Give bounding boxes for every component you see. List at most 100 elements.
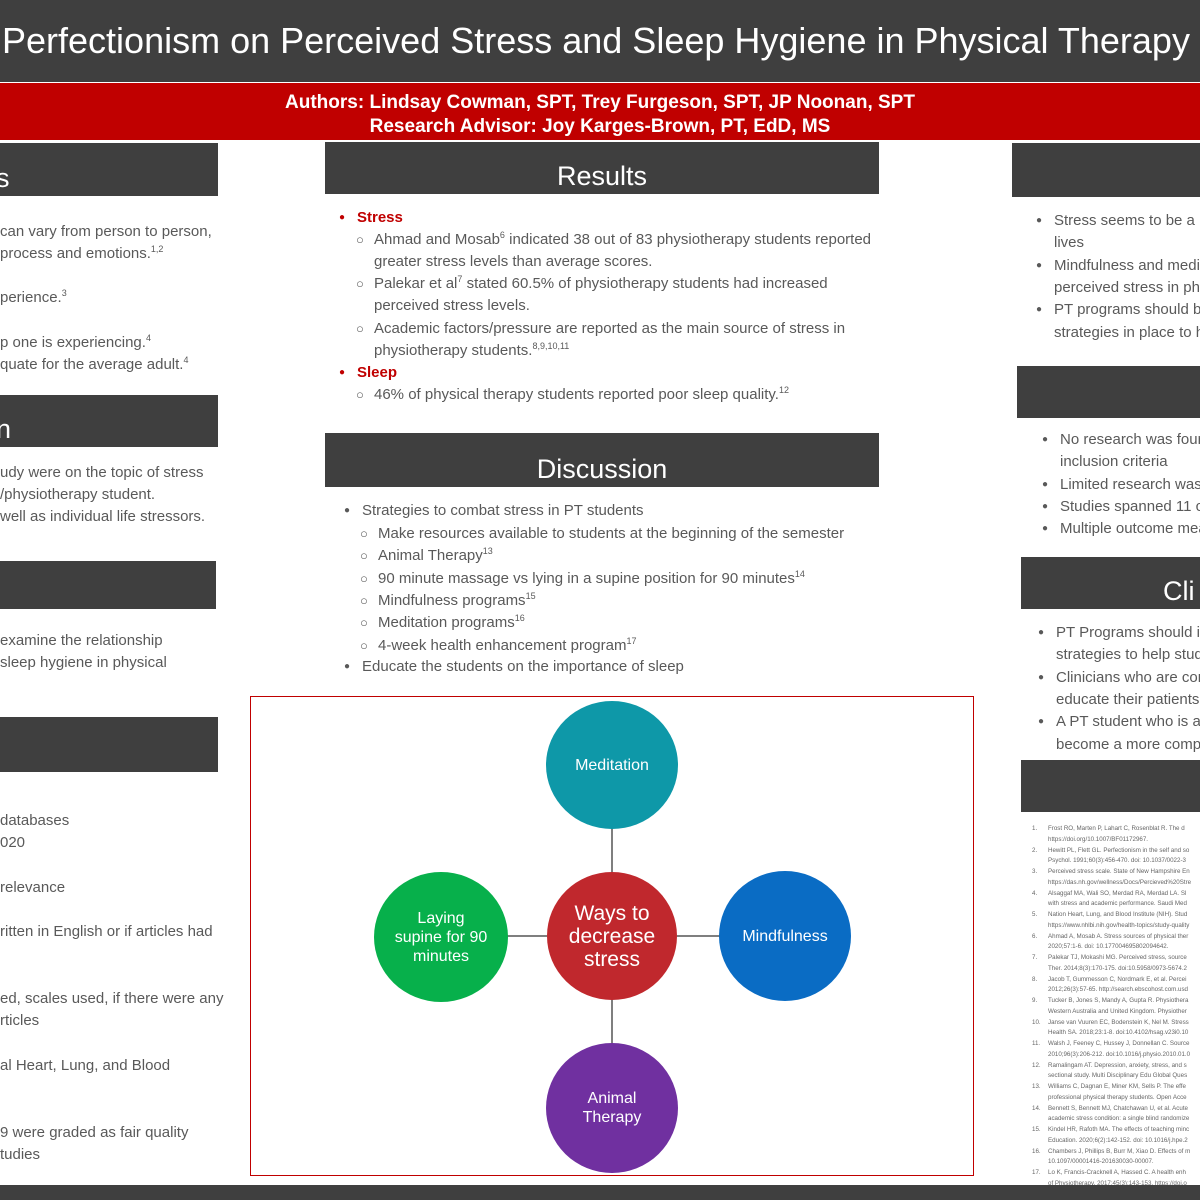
header-text: Cli xyxy=(1163,576,1195,606)
reference-text: Walsh J, Feeney C, Hussey J, Donnellan C… xyxy=(1048,1040,1190,1047)
text: Meditation programs xyxy=(378,614,515,632)
reference-text: academic stress condition: a single blin… xyxy=(1048,1115,1190,1123)
reference-number: 5. xyxy=(1032,911,1038,918)
text: Mindfulness programs xyxy=(378,591,526,609)
text: Palekar et al xyxy=(374,275,458,292)
text: perience. xyxy=(0,289,62,306)
reference-line: of Physiotherapy. 2017;45(3):143-153. ht… xyxy=(1032,1179,1187,1190)
reference-text: Bennett S, Bennett MJ, Chatchawan U, et … xyxy=(1048,1104,1188,1112)
text-line: greater stress levels than average score… xyxy=(374,253,653,270)
reference-line: 8. Jacob T, Gummesson C, Nordmark E, et a… xyxy=(1032,975,1186,986)
reference-line: 3.Perceived stress scale. State of New H… xyxy=(1032,867,1190,878)
reference-line: sectional study. Multi Disciplinary Edu … xyxy=(1032,1071,1187,1082)
header-text: s xyxy=(0,163,10,193)
citation: 14 xyxy=(794,568,805,579)
reference-text: Alsaggaf MA, Wali SO, Merdad RA, Merdad … xyxy=(1048,889,1187,897)
reference-line: Health SA. 2018;23:1-8. doi:10.4102/hsag… xyxy=(1032,1028,1188,1039)
reference-text: 2020;57:1-6. doi: 10.177004695802094642. xyxy=(1048,943,1169,951)
references-header xyxy=(1021,760,1200,812)
text-line: educate their patients. xyxy=(1056,690,1200,708)
reference-line: Ther. 2014;8(3):170-175. doi:10.5958/097… xyxy=(1032,964,1187,975)
reference-text: Hewitt PL, Flett GL. Perfectionism in th… xyxy=(1048,846,1190,854)
reference-line: 15.Kindel HR, Rafoth MA. The effects of … xyxy=(1032,1125,1189,1136)
text-line: lives xyxy=(1054,234,1085,252)
text-line: p one is experiencing.4 xyxy=(0,332,151,354)
reference-number: 8. xyxy=(1032,975,1038,983)
research-advisor: Research Advisor: Joy Karges-Brown, PT, … xyxy=(369,116,831,137)
stress-reduction-diagram: Ways to decrease stress Meditation Layin… xyxy=(250,696,974,1176)
connector-line xyxy=(611,827,613,872)
reference-line: 4. Alsaggaf MA, Wali SO, Merdad RA, Merda… xyxy=(1032,889,1186,900)
connector-line xyxy=(611,999,613,1044)
citation: 13 xyxy=(482,546,493,557)
reference-number: 17. xyxy=(1032,1169,1041,1176)
text-line: well as individual life stressors. xyxy=(0,508,206,525)
citation: 15 xyxy=(525,590,536,601)
reference-text: Education. 2020;6(2):142-152. doi: 10.10… xyxy=(1048,1136,1188,1144)
reference-text: Palekar TJ, Mokashi MG. Perceived stress… xyxy=(1048,954,1187,961)
text: 46% of physical therapy students reporte… xyxy=(374,386,779,403)
text-line: No research was foun xyxy=(1042,429,1200,451)
text-line: al Heart, Lung, and Blood xyxy=(0,1057,171,1074)
text-line: perceived stress in ph xyxy=(1054,278,1200,296)
reference-number: 6. xyxy=(1032,932,1038,940)
text-line: tudies xyxy=(0,1146,41,1163)
reference-text: Nation Heart, Lung, and Blood Institute … xyxy=(1048,911,1188,918)
text: process and emotions. xyxy=(0,245,151,262)
text-line: /physiotherapy student. xyxy=(0,486,156,503)
text-line: rticles xyxy=(0,1012,40,1029)
reference-line: 7.Palekar TJ, Mokashi MG. Perceived stre… xyxy=(1032,953,1187,964)
header-text: n xyxy=(0,414,12,444)
reference-number: 4. xyxy=(1032,889,1038,897)
reference-number: 14. xyxy=(1032,1104,1041,1112)
text-line: physiotherapy students.8,9,10,11 xyxy=(374,340,569,362)
text-line: Clinicians who are cor xyxy=(1038,667,1200,689)
authors: Authors: Lindsay Cowman, SPT, Trey Furge… xyxy=(285,92,915,113)
result-item: 46% of physical therapy students reporte… xyxy=(356,384,789,406)
right-section-header-2 xyxy=(1017,366,1200,418)
text: Ahmad and Mosab xyxy=(374,231,500,248)
reference-text: Janse van Vuuren EC, Bodenstein K, Nel M… xyxy=(1048,1018,1189,1026)
text: physiotherapy students. xyxy=(374,342,533,359)
reference-text: Jacob T, Gummesson C, Nordmark E, et al.… xyxy=(1048,975,1187,983)
result-item: Academic factors/pressure are reported a… xyxy=(356,318,845,340)
reference-text: Williams C, Dagnan E, Miner KM, Sells P.… xyxy=(1048,1083,1186,1090)
left-section-header-2: n xyxy=(0,395,218,447)
discussion-subitem: Meditation programs16 xyxy=(360,612,525,634)
citation: 8,9,10,11 xyxy=(532,341,570,351)
discussion-item: Educate the students on the importance o… xyxy=(344,656,684,678)
reference-text: https://doi.org/10.1007/BF01172967. xyxy=(1048,835,1148,843)
reference-line: 6. Ahmad A, Mosab A. Stress sources of ph… xyxy=(1032,932,1188,943)
discussion-subitem: 4-week health enhancement program17 xyxy=(360,635,636,657)
poster-title-bar: f Perfectionism on Perceived Stress and … xyxy=(0,0,1200,82)
reference-line: 16.Chambers J, Phillips B, Burr M, Xiao … xyxy=(1032,1147,1190,1158)
citation: 12 xyxy=(778,385,789,395)
reference-text: sectional study. Multi Disciplinary Edu … xyxy=(1048,1072,1188,1080)
text-line: Stress seems to be a r xyxy=(1036,210,1200,232)
citation: 6 xyxy=(499,230,505,240)
text-line: sleep hygiene in physical xyxy=(0,654,167,671)
reference-line: 9.Tucker B, Jones S, Mandy A, Gupta R. P… xyxy=(1032,996,1188,1007)
reference-text: https://das.nh.gov/wellness/Docs/Perciev… xyxy=(1048,878,1192,886)
left-section-header-3 xyxy=(0,561,216,609)
poster-title: f Perfectionism on Perceived Stress and … xyxy=(0,20,1190,61)
reference-number: 1. xyxy=(1032,825,1038,832)
reference-number: 13. xyxy=(1032,1083,1041,1090)
text-line: strategies to help stud xyxy=(1056,646,1200,664)
reference-text: Ahmad A, Mosab A. Stress sources of phys… xyxy=(1048,932,1189,940)
reference-number: 11. xyxy=(1032,1040,1041,1047)
reference-text: Ther. 2014;8(3):170-175. doi:10.5958/097… xyxy=(1048,964,1187,972)
reference-number: 12. xyxy=(1032,1061,1041,1069)
reference-line: professional physical therapy students. … xyxy=(1032,1093,1187,1104)
discussion-item: Strategies to combat stress in PT studen… xyxy=(344,500,644,522)
reference-line: 13. Williams C, Dagnan E, Miner KM, Sells… xyxy=(1032,1082,1186,1093)
header-text: Results xyxy=(556,161,648,191)
reference-text: Tucker B, Jones S, Mandy A, Gupta R. Phy… xyxy=(1048,997,1189,1004)
reference-number: 16. xyxy=(1032,1147,1041,1155)
reference-text: of Physiotherapy. 2017;45(3):143-153. ht… xyxy=(1048,1179,1187,1187)
text: 4-week health enhancement program xyxy=(378,636,627,654)
text-line: become a more comp xyxy=(1056,735,1200,753)
reference-number: 10. xyxy=(1032,1018,1041,1026)
reference-text: Lo K, Francis-Cracknell A, Hassed C. A h… xyxy=(1048,1169,1186,1176)
header-text: Discussion xyxy=(536,454,668,484)
